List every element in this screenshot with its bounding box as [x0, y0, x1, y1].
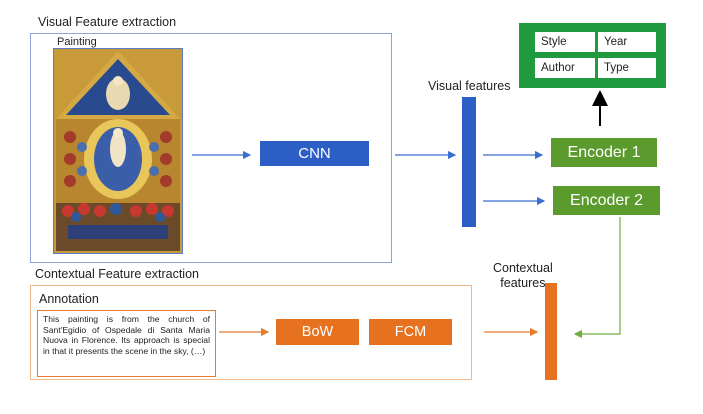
attribute-type: Type — [598, 58, 656, 78]
contextual-features-label: Contextual features — [493, 261, 553, 291]
painting-illustration — [54, 49, 182, 253]
cnn-block: CNN — [260, 141, 369, 166]
annotation-text: This painting is from the church of Sant… — [37, 310, 216, 377]
encoder-2-block: Encoder 2 — [553, 186, 660, 215]
attribute-style: Style — [535, 32, 595, 52]
contextual-features-line-2: features — [500, 276, 546, 290]
visual-extraction-frame — [30, 33, 392, 263]
contextual-section-title: Contextual Feature extraction — [35, 267, 199, 281]
visual-features-bar — [462, 97, 476, 227]
output-attributes-box: Style Year Author Type — [519, 23, 666, 88]
painting-image — [53, 48, 183, 254]
encoder-1-block: Encoder 1 — [551, 138, 657, 167]
fcm-block: FCM — [369, 319, 452, 345]
attribute-year: Year — [598, 32, 656, 52]
contextual-extraction-frame — [30, 285, 472, 380]
bow-block: BoW — [276, 319, 359, 345]
annotation-label: Annotation — [39, 292, 99, 306]
contextual-features-bar — [545, 283, 557, 380]
visual-section-title: Visual Feature extraction — [38, 15, 177, 29]
contextual-features-line-1: Contextual — [493, 261, 553, 275]
arrow-encoder-2-to-contextual-features — [573, 217, 621, 339]
painting-label: Painting — [57, 36, 97, 48]
attribute-author: Author — [535, 58, 595, 78]
visual-features-label: Visual features — [428, 79, 511, 93]
